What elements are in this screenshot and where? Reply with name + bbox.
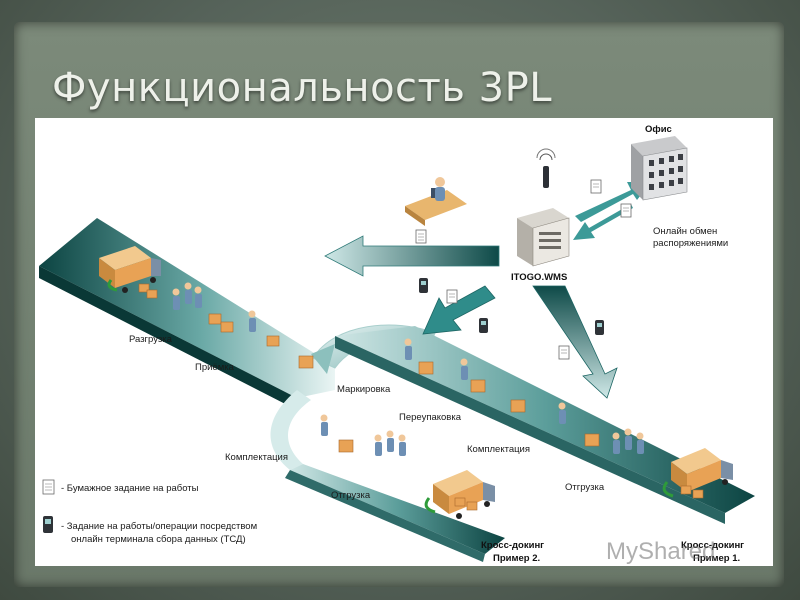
legend-paper-text: - Бумажное задание на работы [61, 483, 199, 494]
paper-task-icon [590, 179, 602, 194]
watermark: MyShared [606, 538, 716, 565]
paper-task-icon [620, 203, 632, 218]
antenna-icon [536, 148, 556, 188]
crossdock-2-label-line2: Пример 2. [493, 553, 540, 564]
stage-label-picking-left: Комплектация [225, 452, 288, 463]
server-arrow-down-left [422, 285, 496, 335]
terminal-icon [595, 320, 604, 335]
exchange-label-line2: распоряжениями [653, 238, 728, 249]
crossdock-2-label-line1: Кросс-докинг [481, 540, 544, 551]
stage-label-receiving: Приёмка [195, 362, 235, 373]
server-icon [517, 208, 570, 267]
terminal-icon [419, 278, 428, 293]
terminal-icon [479, 318, 488, 333]
process-diagram: Офис Онлайн обмен распоряжениями ITOGO.W… [35, 118, 773, 566]
crossdock-1-label-line1: Кросс-докинг [681, 540, 744, 551]
truck-icon [671, 448, 733, 497]
paper-task-icon [446, 289, 458, 304]
office-exchange-arrows [573, 182, 651, 240]
green-turn-arrows [107, 279, 674, 514]
legend-terminal-icon [43, 516, 53, 533]
stage-label-shipping-left: Отгрузка [331, 490, 371, 501]
office-label: Офис [645, 124, 672, 135]
stage-label-marking: Маркировка [337, 384, 391, 395]
server-label: ITOGO.WMS [511, 272, 567, 283]
crossdock-1-label-line2: Пример 1. [693, 553, 740, 564]
slide-title: Функциональность 3PL [52, 65, 552, 111]
server-arrow-down-right [532, 285, 618, 399]
stage-label-picking-right: Комплектация [467, 444, 530, 455]
paper-task-icon [415, 229, 427, 244]
legend-terminal-text-line1: - Задание на работы/операции посредством [61, 521, 257, 532]
exchange-label-line1: Онлайн обмен [653, 226, 717, 237]
main-conveyor [39, 218, 335, 410]
legend: - Бумажное задание на работы - Задание н… [42, 479, 257, 545]
legend-paper-icon [42, 479, 55, 495]
right-conveyor [335, 326, 755, 524]
cargo-boxes [138, 283, 704, 511]
truck-icon [433, 470, 495, 519]
legend-terminal-text-line2: онлайн терминала сбора данных (ТСД) [71, 534, 246, 545]
workers [172, 282, 644, 456]
stage-label-repacking: Переупаковка [399, 412, 462, 423]
stage-label-shipping-right: Отгрузка [565, 482, 605, 493]
left-lower-conveyor [270, 390, 505, 562]
paper-task-icon [558, 345, 570, 360]
office-worker-icon [405, 177, 467, 226]
stage-label-unloading: Разгрузка [129, 334, 173, 345]
diagram-svg: Офис Онлайн обмен распоряжениями ITOGO.W… [39, 124, 755, 564]
office-building-icon [631, 136, 688, 201]
server-arrow-left [324, 235, 500, 277]
